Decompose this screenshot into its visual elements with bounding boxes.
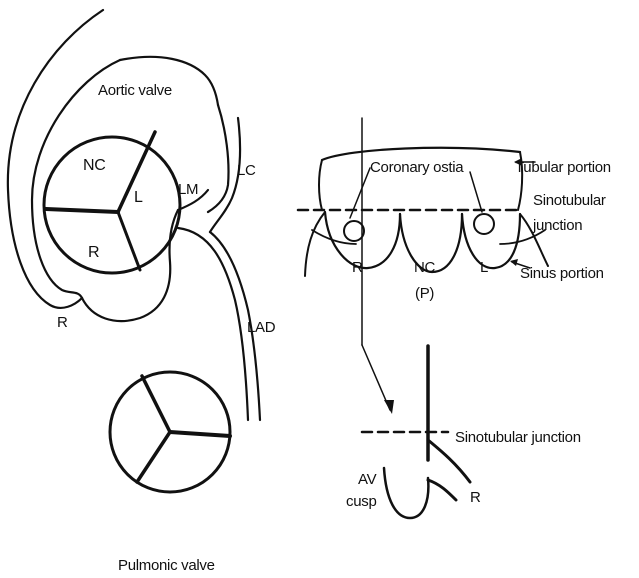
sinus-cusp-l-label: L <box>480 259 488 276</box>
right-figure: Coronary ostia Tubular portion Sinotubul… <box>298 118 611 414</box>
detail-sinotubular-label: Sinotubular junction <box>455 429 581 446</box>
left-figure: Aortic valve NC L R LM LC LAD R Pulmonic… <box>8 10 276 574</box>
tubular-portion-label: Tubular portion <box>515 159 611 176</box>
aortic-commissure-nc-r <box>46 209 118 212</box>
aortic-cusp-r-label: R <box>88 244 99 261</box>
ostia-leader-left <box>470 172 482 212</box>
sinus-cusp-nc-label: NC <box>414 259 436 276</box>
pulmonic-valve-label: Pulmonic valve <box>118 557 215 574</box>
sinus-cusp-p-label: (P) <box>415 285 434 302</box>
left-coronary-ostium <box>474 214 494 234</box>
right-coronary-label: R <box>57 314 68 331</box>
sinotubular-junction-label-2: junction <box>532 217 582 234</box>
detail-cusp-label: cusp <box>346 493 377 510</box>
detail-figure: Sinotubular junction AV cusp R <box>346 346 581 518</box>
detail-rca-branch-top <box>428 440 470 482</box>
sinus-portion-label: Sinus portion <box>520 265 604 282</box>
detail-av-label: AV <box>358 471 377 488</box>
detail-rca-label: R <box>470 489 481 506</box>
detail-pointer-arrowhead <box>384 400 394 414</box>
pulmonic-commissure-top <box>142 376 170 432</box>
pulmonic-commissure-right <box>170 432 230 436</box>
tubular-left-wall <box>319 160 322 210</box>
right-coronary-ostium <box>344 221 364 241</box>
aortic-valve-label: Aortic valve <box>98 82 172 99</box>
sinus-cusp-r-label: R <box>352 259 363 276</box>
sinotubular-junction-label-1: Sinotubular <box>533 192 606 209</box>
sinus-arrowhead <box>510 259 518 266</box>
left-circumflex-outer <box>208 105 229 212</box>
sinus-cusp-l <box>462 214 520 268</box>
aortic-cusp-nc-label: NC <box>83 157 106 174</box>
aorta-left-wall <box>82 210 178 321</box>
aortic-cusp-l-label: L <box>134 189 143 206</box>
aortic-commissure-r-l <box>118 212 140 270</box>
detail-rca-branch-bottom <box>428 480 456 500</box>
pulmonic-commissure-bottom <box>137 432 170 482</box>
detail-av-cusp <box>384 468 428 518</box>
left-main-label: LM <box>178 181 198 198</box>
coronary-ostia-label: Coronary ostia <box>370 159 464 176</box>
aortic-valve-ring <box>44 137 180 273</box>
left-circumflex-label: LC <box>237 162 256 179</box>
lad-label: LAD <box>247 319 276 336</box>
sinus-outer-left <box>305 212 325 276</box>
